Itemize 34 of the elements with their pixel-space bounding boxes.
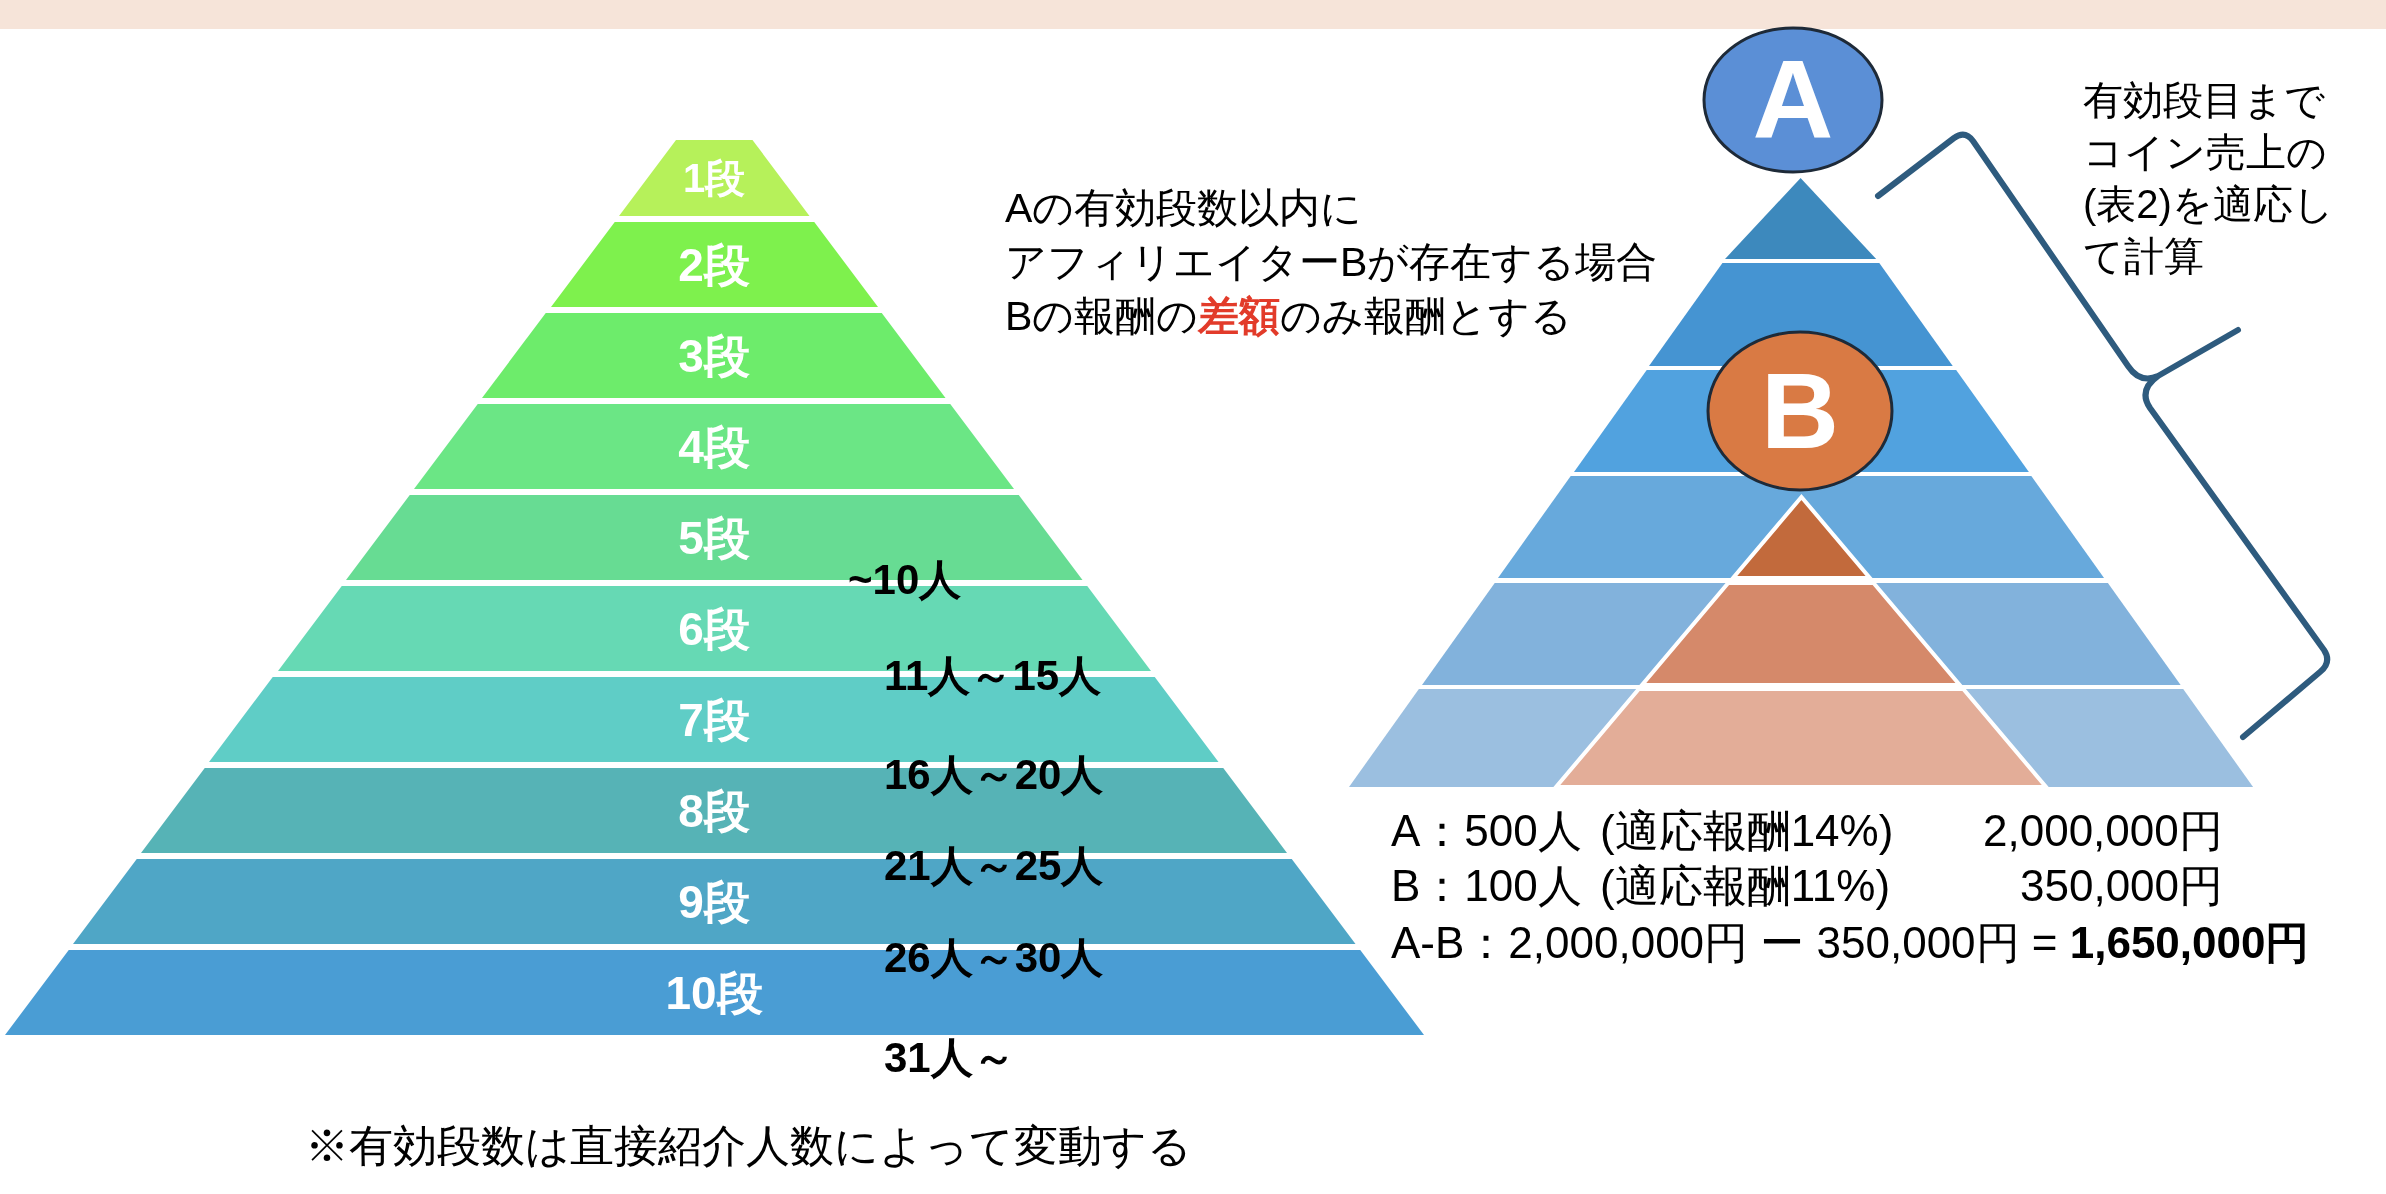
calculation-text: (適応報酬11%) bbox=[1600, 859, 1891, 912]
pyramid-tier bbox=[1725, 178, 1877, 259]
note-text: Bの報酬の差額のみ報酬とする bbox=[1005, 291, 1573, 341]
pyramid-tier bbox=[482, 313, 946, 398]
calculation-text: A：500人 bbox=[1391, 804, 1582, 857]
pyramid-tier bbox=[550, 222, 878, 307]
tier-label: 4段 bbox=[678, 423, 750, 470]
letter-circle bbox=[1702, 26, 1884, 174]
circle-letter: A bbox=[1752, 44, 1834, 156]
inner-pyramid-tier bbox=[1555, 689, 2047, 787]
note-text: 有効段目までコイン売上の(表2)を適応して計算 bbox=[2083, 77, 2335, 280]
footnote-text: ※有効段数は直接紹介人数によって変動する bbox=[304, 1119, 1192, 1172]
tier-label: 10段 bbox=[665, 969, 763, 1016]
calculation-text: B：100人 bbox=[1391, 859, 1582, 912]
calculation-text: (適応報酬14%) bbox=[1600, 804, 1894, 857]
tier-label: 3段 bbox=[678, 332, 750, 379]
range-label: 31人～ bbox=[884, 1033, 1015, 1083]
note-text: アフィリエイターBが存在する場合 bbox=[1005, 237, 1658, 287]
tier-label: 5段 bbox=[678, 514, 750, 561]
calculation-text: 350,000円 bbox=[2020, 859, 2224, 912]
tier-label: 6段 bbox=[678, 605, 750, 652]
tier-label: 8段 bbox=[678, 787, 750, 834]
pyramid-tier bbox=[1573, 370, 2029, 472]
pyramid-tier bbox=[618, 140, 810, 216]
pyramid-tier bbox=[414, 404, 1014, 489]
calculation-text: 2,000,000円 bbox=[1983, 804, 2223, 857]
tier-label: 7段 bbox=[678, 696, 750, 743]
tier-label: 1段 bbox=[682, 158, 746, 198]
pyramid-tier bbox=[1348, 689, 2254, 787]
circle-letter: B bbox=[1761, 357, 1839, 465]
calculation-text: A-B：2,000,000円 ー 350,000円 = 1,650,000円 bbox=[1391, 916, 2310, 969]
note-text: Aの有効段数以内に bbox=[1005, 183, 1363, 233]
tier-label: 2段 bbox=[678, 241, 750, 288]
tier-label: 9段 bbox=[678, 878, 750, 925]
